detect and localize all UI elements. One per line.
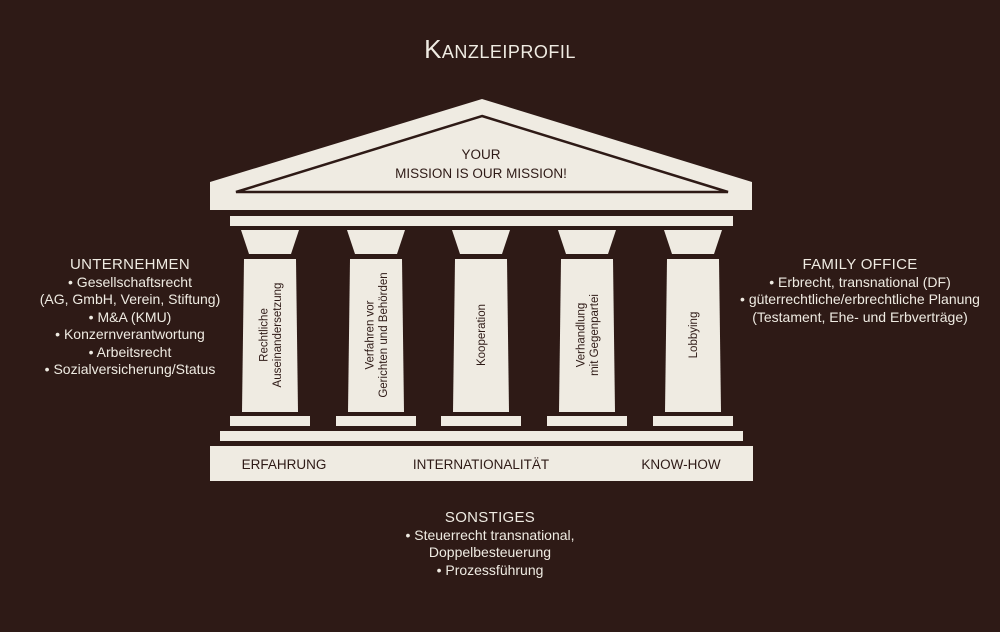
column-plinth [547, 416, 627, 426]
column-shaft [348, 259, 404, 412]
base-label-internationalitaet: INTERNATIONALITÄT [413, 457, 549, 472]
unternehmen-item: • M&A (KMU) [88, 308, 172, 325]
roof-text-line-2: MISSION IS OUR MISSION! [395, 166, 567, 181]
unternehmen-heading: UNTERNEHMEN [70, 256, 190, 273]
sonstiges-item: Doppelbesteuerung [428, 544, 552, 560]
column-label: Rechtliche [258, 308, 270, 362]
family-office-heading: FAMILY OFFICE [802, 256, 918, 273]
column-capital [347, 230, 405, 254]
sonstiges-heading: SONSTIGES [444, 509, 536, 526]
unternehmen-block: UNTERNEHMEN • Gesellschaftsrecht (AG, Gm… [20, 256, 240, 379]
column-label: Auseinandersetzung [272, 283, 284, 388]
column-capital [558, 230, 616, 254]
family-office-item: (Testament, Ehe- und Erbverträge) [752, 308, 968, 325]
base-label-know-how: KNOW-HOW [641, 457, 720, 472]
sonstiges-item: • Prozessführung [436, 561, 544, 578]
column-label: Lobbying [688, 312, 700, 359]
column-label: Verhandlung [575, 303, 587, 368]
column-capital [452, 230, 510, 254]
column-3: Kooperation [441, 230, 521, 426]
temple-roof [210, 99, 752, 210]
column-capital [664, 230, 722, 254]
unternehmen-item: • Gesellschaftsrecht [68, 273, 192, 290]
roof-text-line-1: YOUR [461, 147, 500, 162]
column-plinth [230, 416, 310, 426]
base-label-erfahrung: ERFAHRUNG [242, 457, 327, 472]
sonstiges-block: SONSTIGES • Steuerrecht transnational, D… [340, 509, 640, 579]
column-label: mit Gegenpartei [589, 294, 601, 376]
temple-roof-inner [235, 114, 729, 194]
temple-step-upper [220, 431, 743, 441]
sonstiges-item: • Steuerrecht transnational, [405, 526, 575, 543]
column-plinth [336, 416, 416, 426]
column-plinth [653, 416, 733, 426]
family-office-block: FAMILY OFFICE • Erbrecht, transnational … [730, 256, 990, 326]
column-label: Kooperation [476, 304, 488, 366]
temple-base [210, 446, 753, 481]
unternehmen-item: • Sozialversicherung/Status [44, 361, 216, 377]
column-shaft [242, 259, 298, 412]
unternehmen-item: (AG, GmbH, Verein, Stiftung) [39, 291, 221, 307]
family-office-item: • Erbrecht, transnational (DF) [769, 273, 951, 290]
family-office-item: • güterrechtliche/erbrechtliche Planung [740, 291, 980, 307]
page-title: Kanzleiprofil [424, 34, 576, 64]
column-5: Lobbying [653, 230, 733, 426]
unternehmen-item: • Konzernverantwortung [55, 326, 205, 342]
column-label: Gerichten und Behörden [378, 272, 390, 397]
column-shaft [665, 259, 721, 412]
temple-entablature [230, 216, 733, 226]
column-label: Verfahren vor [364, 300, 376, 369]
column-shaft [453, 259, 509, 412]
column-plinth [441, 416, 521, 426]
column-capital [241, 230, 299, 254]
column-shaft [559, 259, 615, 412]
unternehmen-item: • Arbeitsrecht [88, 343, 172, 360]
